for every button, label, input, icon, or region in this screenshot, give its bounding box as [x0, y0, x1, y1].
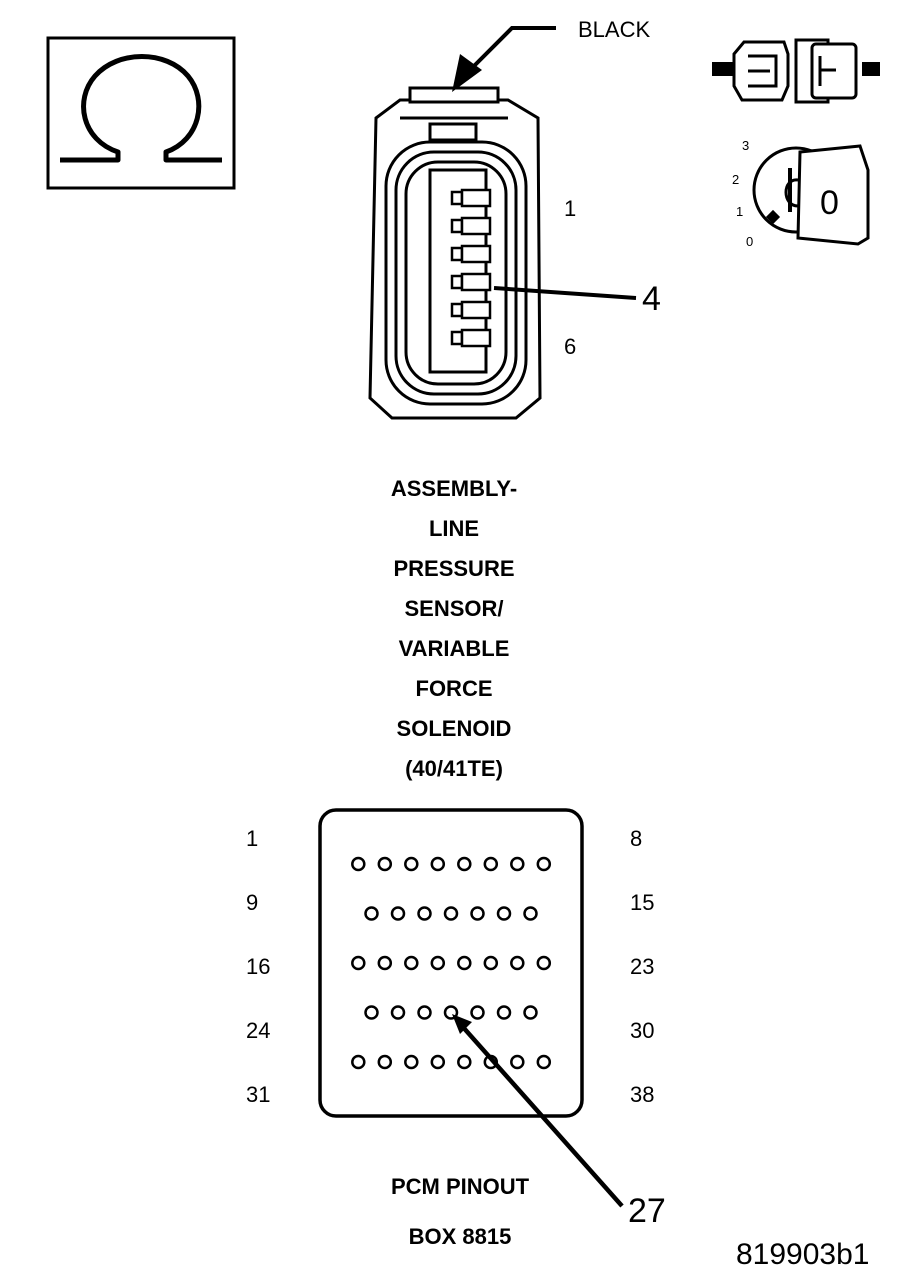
ignition-position-0: 0 [746, 234, 753, 249]
pcm-pin-hole [351, 955, 366, 971]
pcm-pin-hole [351, 856, 366, 872]
pcm-callout-arrowhead [452, 1014, 472, 1034]
pcm-row-3-left-label: 16 [246, 954, 270, 979]
sensor-title-line: VARIABLE [399, 636, 510, 661]
sensor-title-line: LINE [429, 516, 479, 541]
pcm-pin-hole [390, 1005, 406, 1020]
connector-pin-terminal [450, 188, 492, 208]
pcm-pin-hole [536, 955, 552, 971]
pcm-pin-hole [536, 1054, 552, 1070]
pcm-callout-pin: 27 [628, 1192, 666, 1230]
pcm-pin-hole [496, 906, 512, 921]
pcm-pin-hole [510, 1054, 525, 1070]
pcm-row-4-right-label: 30 [630, 1018, 654, 1043]
pcm-pin-hole [483, 955, 499, 971]
pcm-pin-hole [536, 856, 552, 872]
sensor-connector [368, 86, 542, 420]
connector-pin-terminal [450, 216, 492, 236]
pcm-pin-hole [377, 955, 393, 971]
ignition-position-2: 2 [732, 172, 739, 187]
sensor-title-line: SENSOR/ [404, 596, 503, 621]
pcm-row-5-left-label: 31 [246, 1082, 270, 1107]
pcm-pin-hole [404, 1054, 419, 1070]
pcm-pin-hole [483, 856, 499, 872]
pcm-pin-hole [443, 906, 459, 921]
pcm-pin-hole [470, 906, 485, 921]
sensor-callout-pin: 4 [642, 280, 661, 318]
connector-pin-terminal [450, 272, 492, 292]
pcm-pin-hole [430, 856, 446, 872]
pcm-pin-hole [377, 856, 393, 872]
pcm-row-2-left-label: 9 [246, 890, 258, 915]
pcm-title-line: BOX 8815 [409, 1224, 512, 1249]
pcm-pin-hole [457, 856, 472, 872]
ignition-position-3: 3 [742, 138, 749, 153]
pcm-row-2-right-label: 15 [630, 890, 654, 915]
pcm-pin-hole [470, 1005, 485, 1020]
pcm-callout-line [460, 1024, 624, 1208]
pcm-pin-hole [523, 906, 538, 921]
connector-color-label: BLACK [578, 17, 650, 42]
sensor-title-line: SOLENOID [397, 716, 512, 741]
pcm-pin-hole [457, 955, 472, 971]
pcm-pin-hole [404, 856, 419, 872]
ignition-key-position-label: 0 [820, 184, 839, 222]
connector-pin-terminal [450, 300, 492, 320]
ignition-position-1: 1 [736, 204, 743, 219]
pcm-pin-hole [364, 906, 379, 921]
sensor-title-line: (40/41TE) [405, 756, 503, 781]
pcm-pin-hole [510, 856, 525, 872]
pin-4-callout-line [493, 286, 637, 300]
pcm-pin-hole [417, 906, 432, 921]
figure-id: 819903b1 [736, 1238, 869, 1271]
pcm-pin-hole [417, 1005, 432, 1020]
pcm-pin-hole [523, 1005, 538, 1020]
pcm-row-1-right-label: 8 [630, 826, 642, 851]
electrical-connector-icon [712, 38, 880, 104]
sensor-title-line: PRESSURE [393, 556, 514, 581]
connector-pin-terminal [450, 328, 492, 348]
pcm-title-line: PCM PINOUT [391, 1174, 530, 1199]
ohm-symbol-icon [46, 36, 236, 190]
connector-first-pin-label: 1 [564, 196, 576, 221]
ignition-key-icon: 0 3 2 1 0 [732, 138, 870, 249]
pcm-pin-hole [404, 955, 419, 971]
sensor-title: ASSEMBLY- LINE PRESSURE SENSOR/ VARIABLE… [391, 476, 517, 781]
pcm-pin-hole [430, 1054, 446, 1070]
pcm-pin-hole [390, 906, 406, 921]
black-arrowhead [452, 54, 482, 92]
pcm-pin-hole [377, 1054, 393, 1070]
connector-last-pin-label: 6 [564, 334, 576, 359]
pcm-pin-hole [457, 1054, 472, 1070]
connector-pin-terminal [450, 244, 492, 264]
pcm-pin-hole [496, 1005, 512, 1020]
pcm-row-1-left-label: 1 [246, 826, 258, 851]
pcm-row-3-right-label: 23 [630, 954, 654, 979]
sensor-title-line: ASSEMBLY- [391, 476, 517, 501]
pcm-row-4-left-label: 24 [246, 1018, 270, 1043]
pcm-pinout-box [318, 808, 584, 1118]
pcm-pin-hole [430, 955, 446, 971]
pcm-row-5-right-label: 38 [630, 1082, 654, 1107]
pcm-pin-hole [351, 1054, 366, 1070]
pcm-pin-hole [510, 955, 525, 971]
pcm-pin-hole [364, 1005, 379, 1020]
sensor-title-line: FORCE [416, 676, 493, 701]
